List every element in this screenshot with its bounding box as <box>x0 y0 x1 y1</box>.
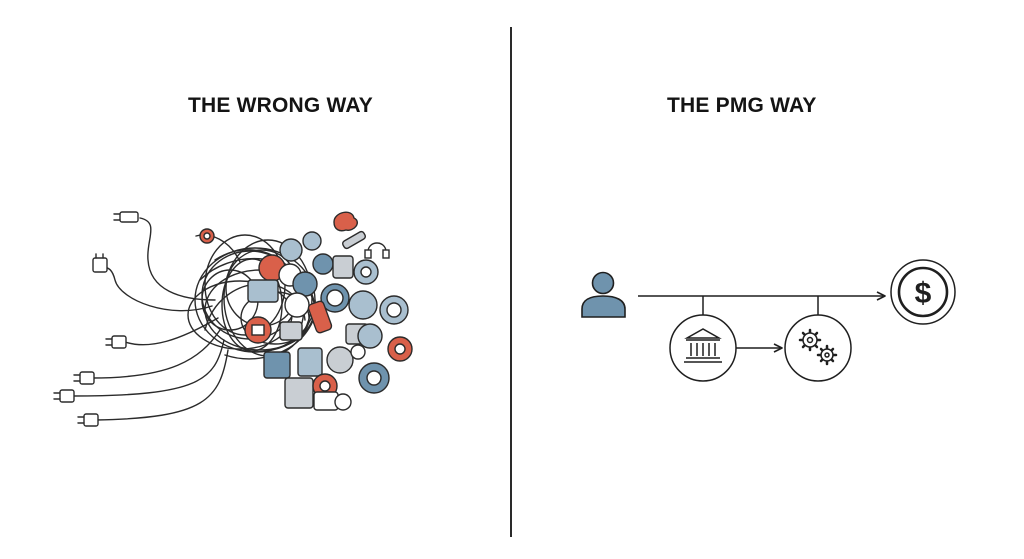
wrong-way-title: THE WRONG WAY <box>188 94 373 117</box>
tangled-cables-icon <box>53 211 316 427</box>
user-icon <box>581 271 626 318</box>
plug-3 <box>105 335 127 349</box>
plug-2 <box>92 253 108 273</box>
dollar-symbol: $ <box>915 277 932 310</box>
plug-4 <box>73 371 95 385</box>
panel-divider <box>510 27 512 537</box>
plug-5 <box>53 389 75 403</box>
gears-icon <box>784 314 852 382</box>
plug-6 <box>77 413 99 427</box>
bank-icon <box>669 314 737 382</box>
dollar-icon: $ <box>890 259 956 325</box>
cluttered-app-icons <box>199 211 413 411</box>
plug-1 <box>113 211 139 223</box>
pmg-way-title: THE PMG WAY <box>667 94 817 117</box>
